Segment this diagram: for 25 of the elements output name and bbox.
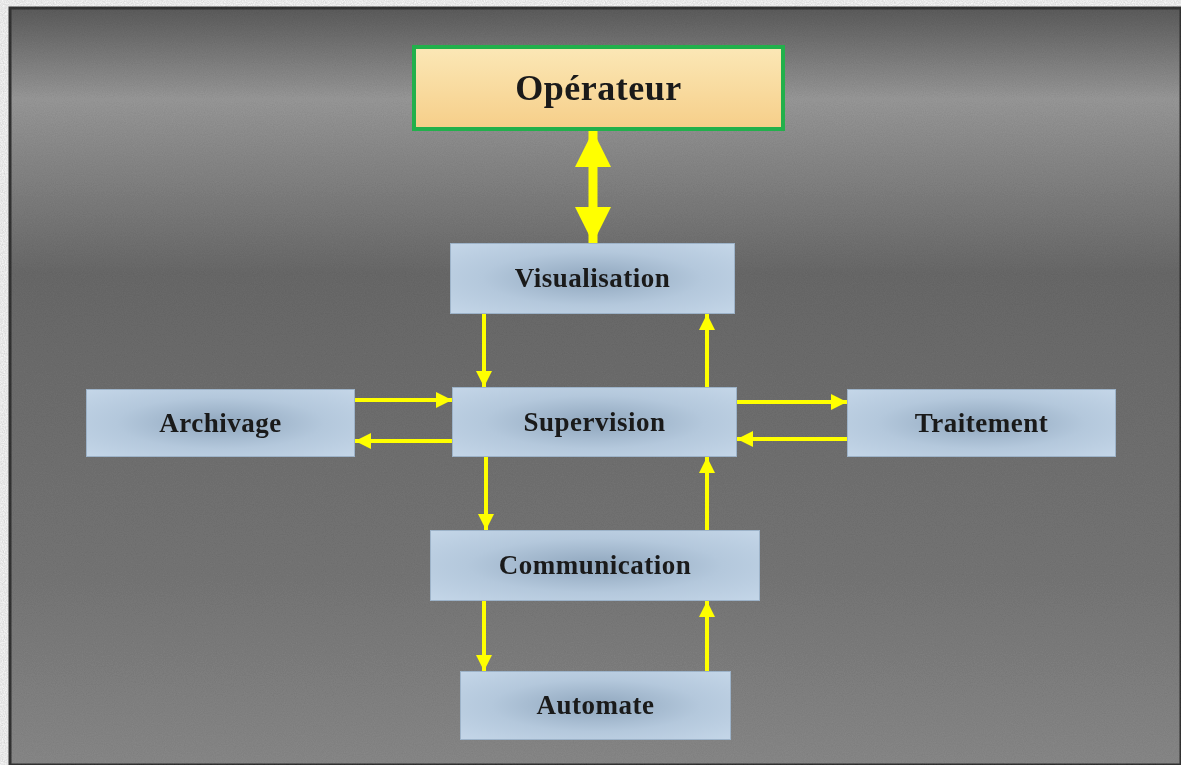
- arrow: [355, 433, 452, 449]
- arrow: [575, 131, 611, 243]
- process-box: [86, 389, 355, 457]
- arrow: [737, 431, 847, 447]
- box-label: Visualisation: [514, 263, 671, 294]
- process-box: [847, 389, 1116, 457]
- box-label: Communication: [498, 550, 692, 581]
- process-box: [430, 530, 760, 601]
- arrow: [737, 394, 847, 410]
- arrow: [476, 314, 492, 387]
- process-box: [452, 387, 737, 457]
- arrow: [355, 392, 452, 408]
- arrow: [476, 601, 492, 671]
- arrow: [699, 601, 715, 671]
- process-box: [450, 243, 735, 314]
- box-label: Traitement: [914, 407, 1049, 439]
- box-label: Automate: [536, 690, 655, 721]
- arrow: [478, 457, 494, 530]
- box-label: Archivage: [159, 407, 282, 439]
- box-label: Supervision: [523, 406, 666, 438]
- arrow: [699, 457, 715, 530]
- arrow: [699, 314, 715, 387]
- operator-box: [412, 45, 785, 131]
- box-label: Opérateur: [515, 67, 682, 109]
- process-box: [460, 671, 731, 740]
